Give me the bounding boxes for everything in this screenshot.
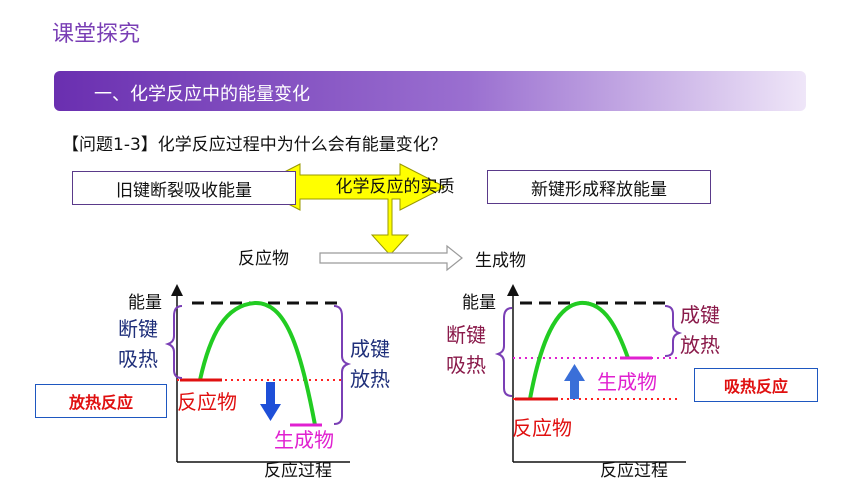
- section-bar: [54, 71, 806, 111]
- break-brace: [494, 307, 513, 397]
- break-label-1: 断键: [446, 323, 486, 347]
- reaction-essence-label: 化学反应的实质: [335, 177, 455, 197]
- product-label: 生成物: [597, 370, 657, 394]
- products-label: 生成物: [475, 251, 526, 271]
- energy-curve: [528, 300, 630, 400]
- form-label-2: 放热: [350, 367, 390, 391]
- reactants-label: 反应物: [238, 249, 289, 269]
- down-arrow-icon: [260, 382, 281, 421]
- y-axis-label: 能量: [128, 293, 162, 313]
- right-arrow-icon: [319, 244, 463, 272]
- form-brace: [664, 305, 683, 357]
- form-label-2: 放热: [680, 333, 720, 357]
- product-label: 生成物: [274, 428, 334, 452]
- form-label-1: 成键: [350, 337, 390, 361]
- reactant-label: 反应物: [177, 390, 237, 414]
- break-label-1: 断键: [118, 317, 158, 341]
- reactant-label: 反应物: [512, 416, 572, 440]
- form-label-1: 成键: [680, 303, 720, 327]
- exothermic-diagram: [164, 284, 352, 463]
- x-axis-label: 反应过程: [264, 461, 332, 481]
- question-text: 【问题1-3】化学反应过程中为什么会有能量变化？: [62, 135, 447, 155]
- endothermic-diagram: [494, 284, 686, 463]
- x-axis-label: 反应过程: [600, 461, 668, 481]
- page-title: 课堂探究: [52, 22, 141, 47]
- yellow-t-arrow-icon: [253, 163, 447, 256]
- energy-curve: [198, 300, 317, 426]
- form-brace: [333, 305, 352, 425]
- up-arrow-icon: [564, 364, 585, 399]
- endothermic-reaction-box: 吸热反应: [694, 368, 818, 402]
- exothermic-reaction-box: 放热反应: [35, 384, 167, 418]
- y-axis-label: 能量: [462, 293, 496, 313]
- bond-breaking-box: 旧键断裂吸收能量: [72, 171, 296, 205]
- bond-forming-box: 新键形成释放能量: [487, 170, 711, 204]
- break-brace: [164, 305, 183, 379]
- break-label-2: 吸热: [118, 347, 158, 371]
- section-title: 一、化学反应中的能量变化: [94, 84, 310, 105]
- break-label-2: 吸热: [446, 353, 486, 377]
